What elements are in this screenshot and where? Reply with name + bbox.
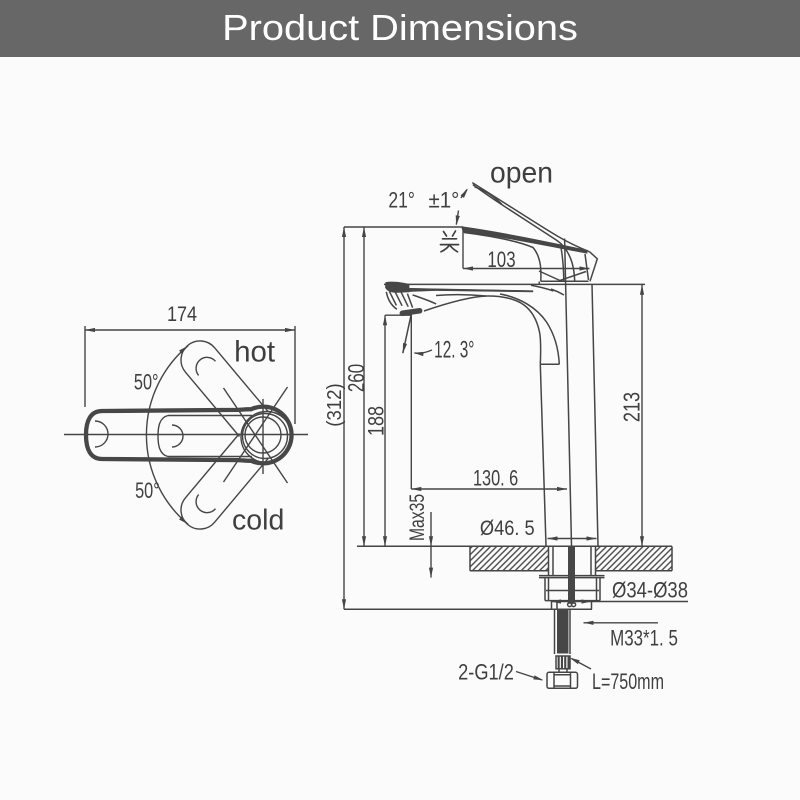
- svg-text:Ø46. 5: Ø46. 5: [480, 517, 535, 541]
- svg-text:260: 260: [345, 364, 370, 392]
- svg-text:103: 103: [487, 248, 515, 273]
- svg-text:(312): (312): [324, 383, 346, 426]
- svg-text:±1°: ±1°: [428, 188, 459, 213]
- svg-text:50°: 50°: [134, 370, 159, 395]
- svg-text:213: 213: [619, 392, 645, 422]
- svg-text:Product Dimensions: Product Dimensions: [222, 7, 578, 48]
- svg-text:Max35: Max35: [405, 494, 429, 541]
- svg-text:cold: cold: [232, 505, 284, 537]
- svg-text:12. 3°: 12. 3°: [434, 337, 474, 363]
- svg-text:M33*1. 5: M33*1. 5: [610, 626, 678, 651]
- svg-text:50°: 50°: [135, 479, 160, 504]
- svg-text:open: open: [490, 157, 553, 190]
- svg-text:hot: hot: [234, 336, 275, 369]
- svg-text:Ø34-Ø38: Ø34-Ø38: [612, 579, 688, 603]
- svg-text:174: 174: [167, 303, 197, 327]
- svg-text:130. 6: 130. 6: [473, 466, 518, 491]
- svg-text:2-G1/2: 2-G1/2: [458, 660, 514, 685]
- svg-text:21°: 21°: [388, 189, 415, 214]
- svg-text:188: 188: [365, 406, 389, 436]
- svg-text:L=750mm: L=750mm: [592, 669, 664, 694]
